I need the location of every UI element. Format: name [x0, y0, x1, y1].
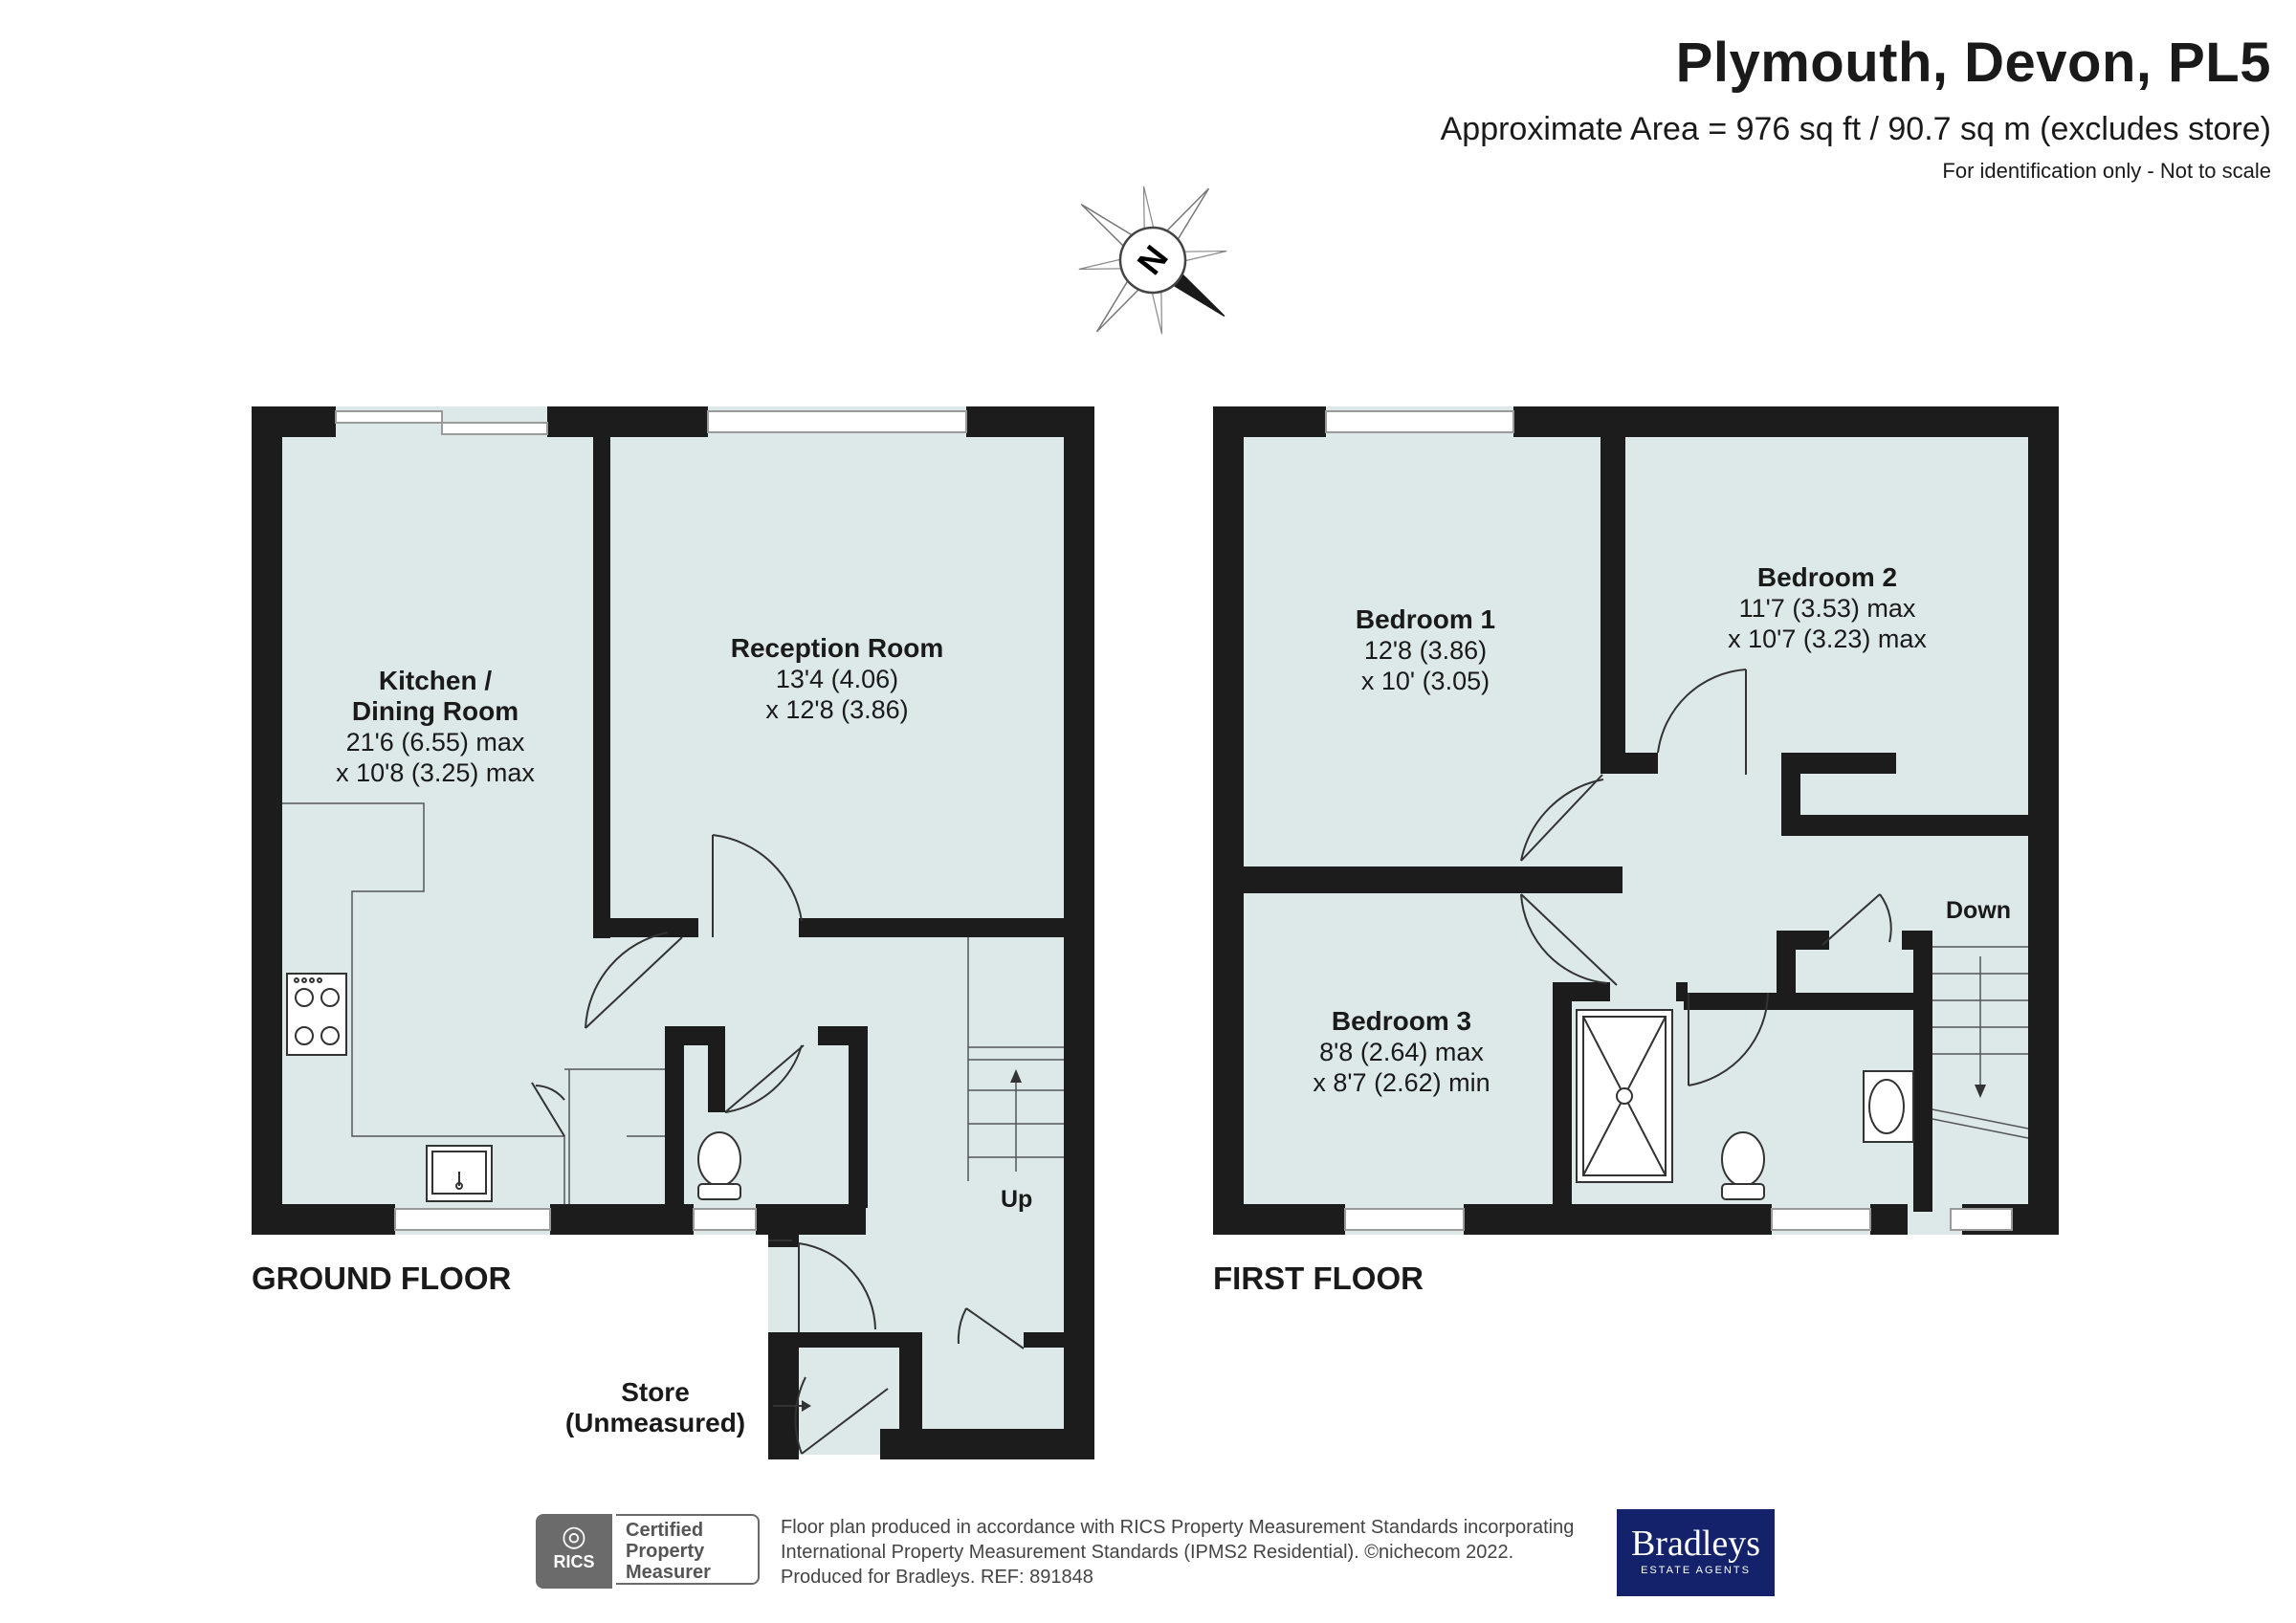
- stairs-down-label: Down: [1946, 897, 2012, 924]
- cert-line: Certified: [626, 1520, 704, 1541]
- toilet-icon: [1721, 1131, 1765, 1200]
- bedroom-1-label: Bedroom 1 12'8 (3.86) x 10' (3.05): [1311, 604, 1540, 696]
- room-dimension: x 10'7 (3.23) max: [1728, 625, 1927, 653]
- footer-line: Floor plan produced in accordance with R…: [781, 1517, 1575, 1538]
- room-name: Store: [621, 1377, 690, 1407]
- room-dimension: x 8'7 (2.62) min: [1313, 1068, 1490, 1097]
- ground-floor-plan: [252, 406, 1094, 1459]
- room-dimension: 13'4 (4.06): [775, 665, 899, 693]
- bedroom-2-label: Bedroom 2 11'7 (3.53) max x 10'7 (3.23) …: [1693, 562, 1961, 654]
- brand-subtitle: ESTATE AGENTS: [1641, 1565, 1751, 1576]
- page-title: Plymouth, Devon, PL5: [1675, 32, 2271, 94]
- room-name: Kitchen /: [378, 666, 493, 695]
- reception-room-label: Reception Room 13'4 (4.06) x 12'8 (3.86): [694, 633, 981, 725]
- toilet-icon: [697, 1131, 741, 1200]
- stairs-up-label: Up: [1001, 1186, 1033, 1213]
- rics-logo: ◎ RICS: [536, 1514, 612, 1589]
- room-dimension: x 10'8 (3.25) max: [336, 758, 535, 787]
- room-name: Reception Room: [730, 633, 944, 663]
- store-label: Store (Unmeasured): [545, 1377, 765, 1438]
- kitchen-dining-room-label: Kitchen / Dining Room 21'6 (6.55) max x …: [316, 666, 555, 788]
- room-dimension: 21'6 (6.55) max: [345, 728, 525, 757]
- compass-icon: [1078, 186, 1227, 335]
- footer-disclaimer: Floor plan produced in accordance with R…: [781, 1515, 1574, 1590]
- room-dimension: x 10' (3.05): [1360, 667, 1490, 695]
- ground-floor-label: GROUND FLOOR: [252, 1261, 512, 1296]
- room-name: (Unmeasured): [564, 1408, 746, 1437]
- rics-emblem-icon: ◎: [561, 1521, 587, 1552]
- room-name: Dining Room: [351, 696, 519, 726]
- kitchen-sink-icon: [426, 1145, 493, 1202]
- hob-icon: [286, 973, 347, 1056]
- disclaimer-note: For identification only - Not to scale: [1942, 159, 2271, 183]
- basin-icon: [1863, 1070, 1914, 1143]
- footer-line: Produced for Bradleys. REF: 891848: [781, 1567, 1093, 1588]
- room-name: Bedroom 2: [1756, 562, 1898, 592]
- approximate-area: Approximate Area = 976 sq ft / 90.7 sq m…: [1440, 111, 2271, 147]
- cert-line: Property: [626, 1541, 705, 1562]
- room-name: Bedroom 3: [1331, 1006, 1472, 1036]
- bradleys-logo: Bradleys ESTATE AGENTS: [1617, 1509, 1775, 1596]
- bedroom-3-label: Bedroom 3 8'8 (2.64) max x 8'7 (2.62) mi…: [1272, 1006, 1531, 1098]
- brand-name: Bradleys: [1630, 1524, 1761, 1564]
- room-dimension: x 12'8 (3.86): [765, 695, 909, 724]
- cert-line: Measurer: [626, 1562, 711, 1583]
- first-floor-plan: [1213, 406, 2059, 1235]
- first-floor-label: FIRST FLOOR: [1213, 1261, 1424, 1296]
- room-dimension: 12'8 (3.86): [1363, 636, 1488, 665]
- rics-text: RICS: [553, 1552, 595, 1571]
- room-name: Bedroom 1: [1355, 604, 1496, 634]
- room-dimension: 11'7 (3.53) max: [1738, 594, 1916, 623]
- shower-tray-icon: [1576, 1009, 1673, 1183]
- room-dimension: 8'8 (2.64) max: [1319, 1038, 1484, 1066]
- rics-certified-badge: ◎ RICS Certified Property Measurer: [536, 1514, 765, 1589]
- footer-line: International Property Measurement Stand…: [781, 1542, 1514, 1563]
- certified-property-measurer: Certified Property Measurer: [616, 1514, 760, 1585]
